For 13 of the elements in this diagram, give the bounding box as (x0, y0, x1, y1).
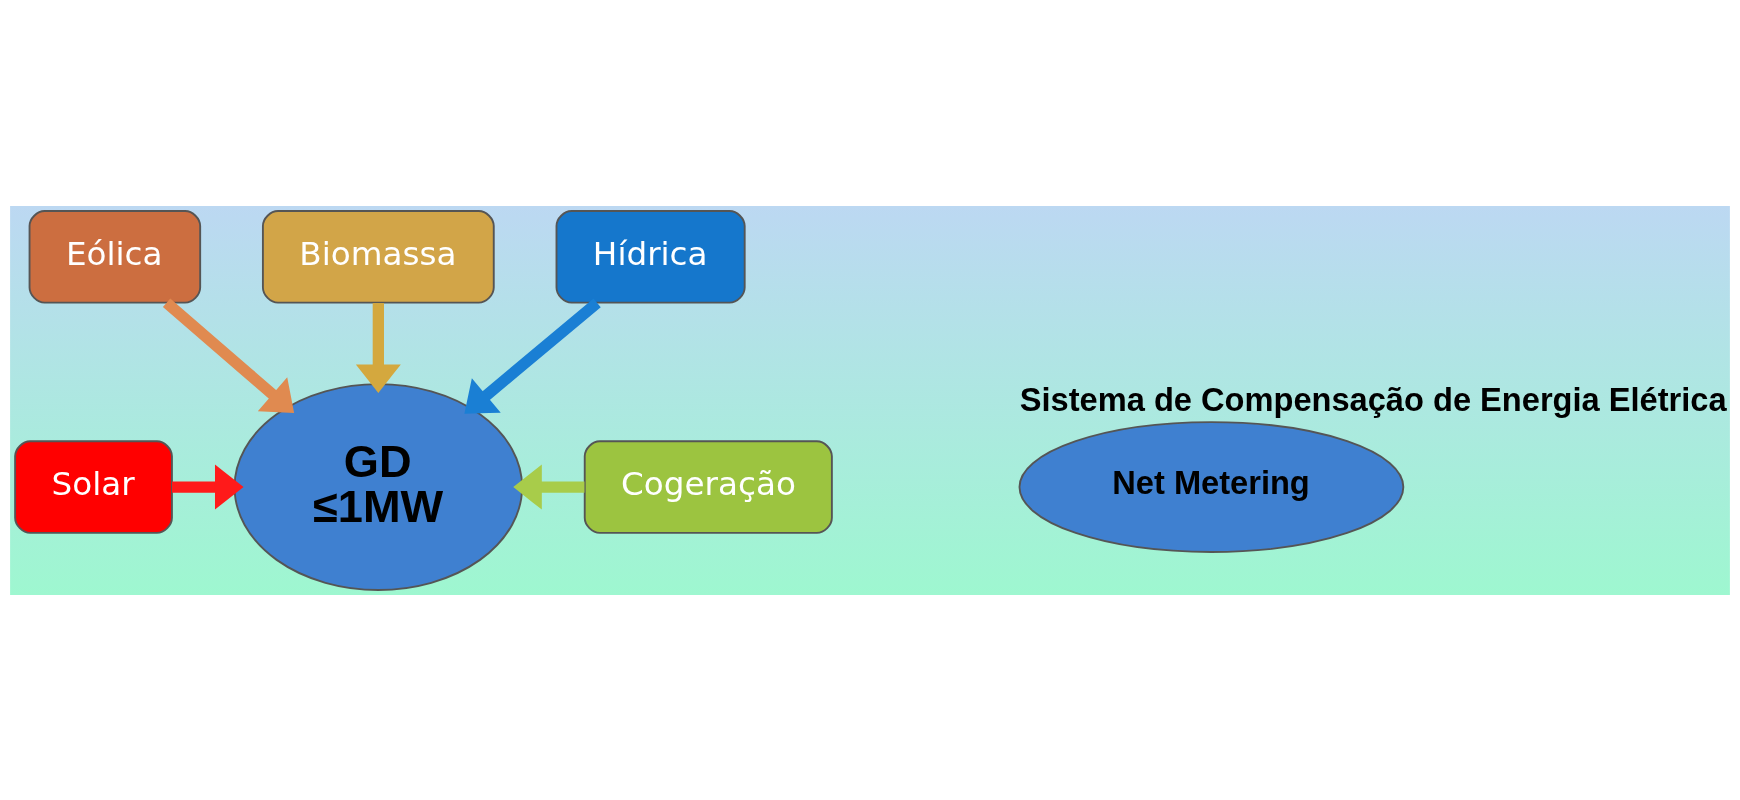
node-box: Hídrica (555, 209, 746, 304)
arrow (162, 298, 295, 413)
arrow (464, 297, 601, 414)
arrow (355, 302, 401, 393)
arrow (171, 464, 244, 510)
node-box: Solar (14, 439, 173, 534)
node-ellipse: Net Metering (1018, 420, 1405, 553)
node-ellipse: GD ≤1MW (233, 382, 524, 591)
arrow (513, 464, 585, 510)
node-box: Biomassa (261, 209, 495, 304)
node-label: Sistema de Compensação de Energia Elétrica (1019, 380, 1727, 418)
node-box: Cogeração (583, 439, 833, 534)
node-box: Eólica (28, 209, 202, 304)
